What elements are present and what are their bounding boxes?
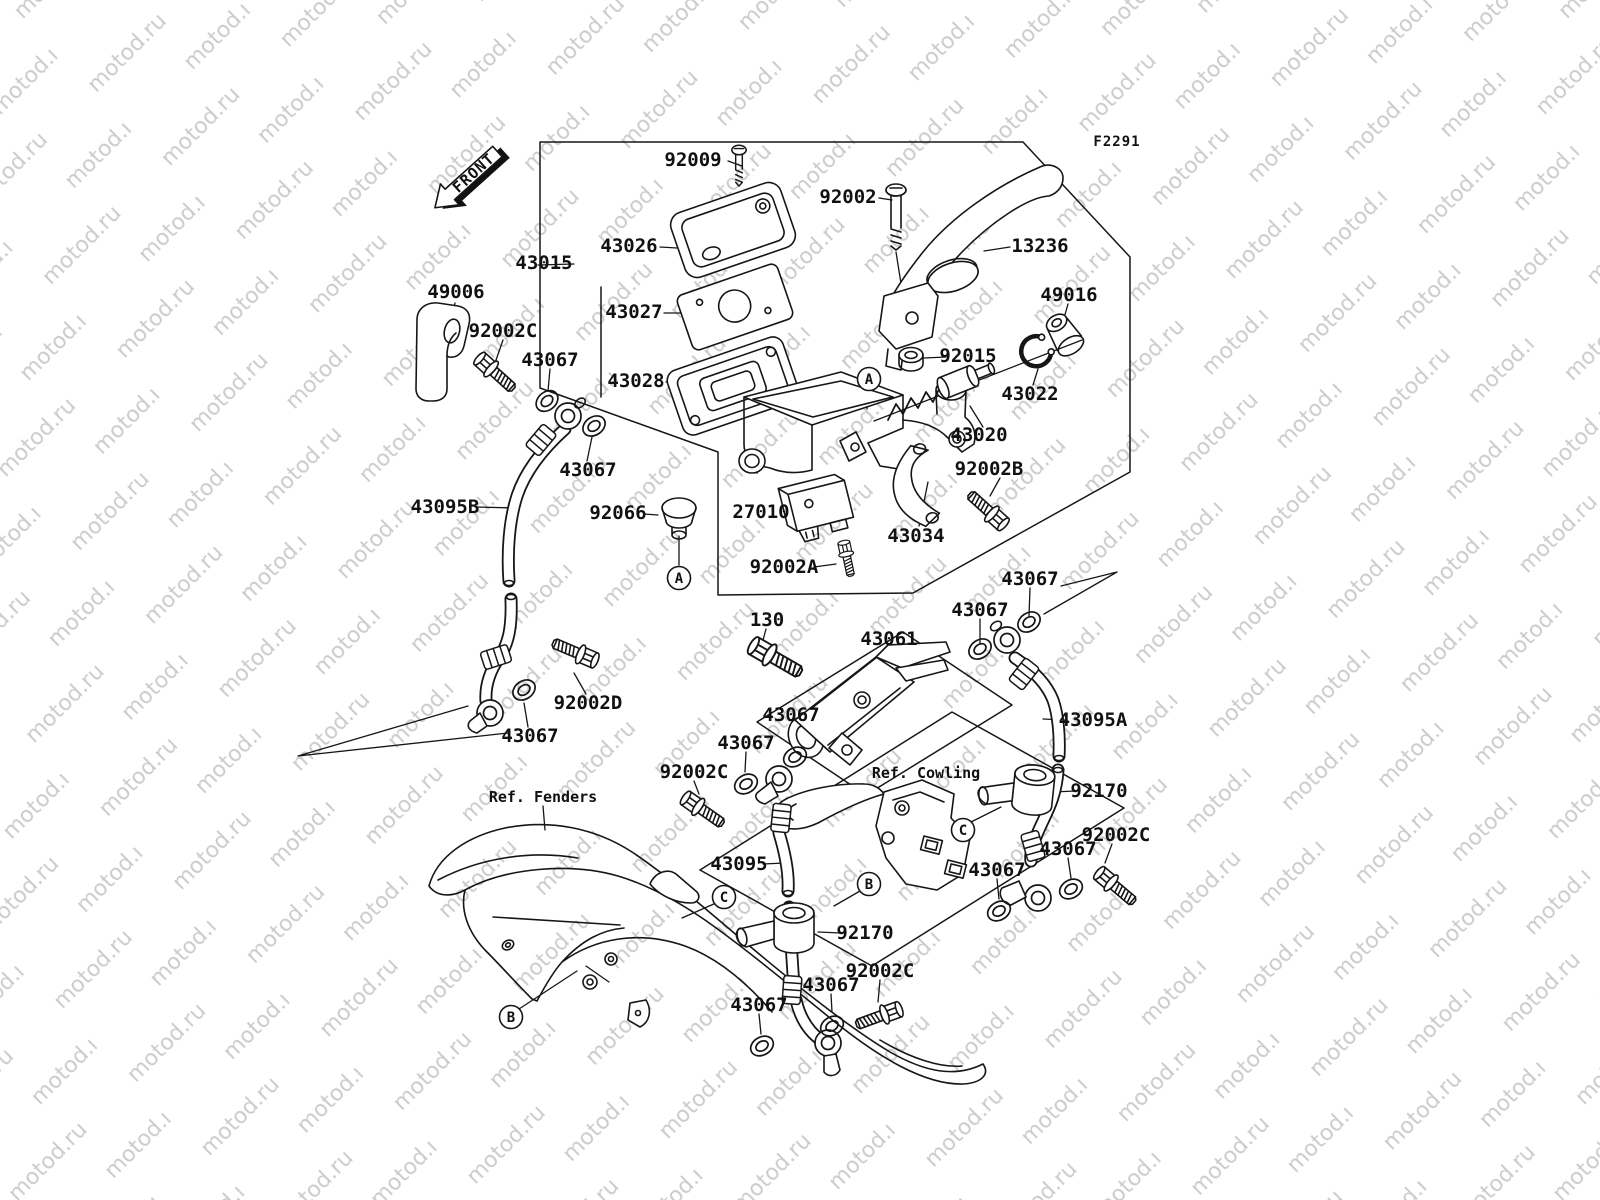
ref-label-fenders: Ref. Fenders — [488, 788, 598, 806]
lever-clamp-drawing — [892, 443, 941, 528]
front-fender-drawing — [428, 823, 987, 1085]
part-label: 92002A — [749, 556, 819, 578]
part-label: 92002B — [954, 458, 1024, 480]
part-label: 92002C — [659, 761, 729, 783]
marker-letter: B — [865, 877, 873, 893]
brake-switch-drawing — [777, 473, 855, 543]
part-label: 92002 — [819, 186, 877, 208]
brake-hose-a-drawing — [977, 620, 1066, 912]
part-label: 43067 — [802, 974, 860, 996]
lower-cylinder-group-box — [756, 631, 1013, 796]
part-label: 92002C — [845, 960, 915, 982]
part-label: 92170 — [1070, 780, 1128, 802]
part-label: 43067 — [968, 859, 1026, 881]
reservoir-cap-drawing — [669, 181, 797, 279]
ref-label-cowling: Ref. Cowling — [871, 764, 981, 782]
boot-elbow-drawing — [415, 302, 471, 402]
part-label: 43067 — [1001, 568, 1059, 590]
part-label: 43028 — [607, 370, 665, 392]
brake-hose-b-drawing — [467, 397, 587, 734]
part-label: 130 — [749, 609, 785, 631]
part-label: 43095A — [1058, 709, 1128, 731]
detail-markers: A A B B C C — [498, 366, 976, 1030]
part-label: 43095B — [410, 496, 480, 518]
leader-lines — [297, 160, 1118, 1035]
part-label: 43026 — [600, 235, 658, 257]
part-label: 43027 — [605, 301, 663, 323]
pivot-nut-drawing — [898, 346, 924, 372]
part-label: 49006 — [427, 281, 485, 303]
marker-letter: A — [865, 372, 874, 388]
plug-drawing — [661, 497, 697, 540]
marker-letter: B — [507, 1010, 515, 1026]
cap-plate-drawing — [676, 263, 794, 351]
part-label: 43067 — [501, 725, 559, 747]
part-label: 92002C — [1081, 824, 1151, 846]
marker-letter: A — [675, 571, 684, 587]
part-label: 43067 — [717, 732, 775, 754]
part-label: 43061 — [860, 628, 918, 650]
cowling-bracket-drawing — [773, 779, 971, 891]
part-label: 27010 — [732, 501, 790, 523]
part-label: 43067 — [521, 349, 579, 371]
part-label: 43067 — [951, 599, 1009, 621]
part-label: 43067 — [762, 704, 820, 726]
part-label: 92015 — [939, 345, 997, 367]
part-label: 43015 — [515, 252, 573, 274]
part-label: 92002C — [468, 320, 538, 342]
part-label: 92009 — [664, 149, 722, 171]
circlip-drawing — [1018, 333, 1056, 369]
bushing-drawing — [1045, 313, 1085, 357]
brake-hose-drawing — [735, 765, 842, 1077]
part-label: 43022 — [1001, 383, 1059, 405]
part-label: 43020 — [950, 424, 1008, 446]
diaphragm-drawing — [666, 336, 800, 436]
piston-assembly-drawing — [887, 362, 996, 421]
marker-letter: C — [959, 823, 967, 839]
marker-letter: C — [720, 890, 728, 906]
part-label: 92066 — [589, 502, 647, 524]
part-label: 13236 — [1011, 235, 1069, 257]
part-label: 43067 — [730, 994, 788, 1016]
part-label: 49016 — [1040, 284, 1098, 306]
brake-lever-drawing — [878, 164, 1064, 371]
part-label: 43034 — [887, 525, 945, 547]
part-label: 43067 — [1039, 838, 1097, 860]
part-label: 43067 — [559, 459, 617, 481]
lower-cylinder-drawing — [787, 641, 951, 766]
part-label: 43095 — [710, 853, 768, 875]
part-label: 92002D — [553, 692, 623, 714]
figure-code: F2291 — [1093, 134, 1141, 150]
pivot-screw-drawing — [885, 183, 907, 251]
part-label: 92170 — [836, 922, 894, 944]
